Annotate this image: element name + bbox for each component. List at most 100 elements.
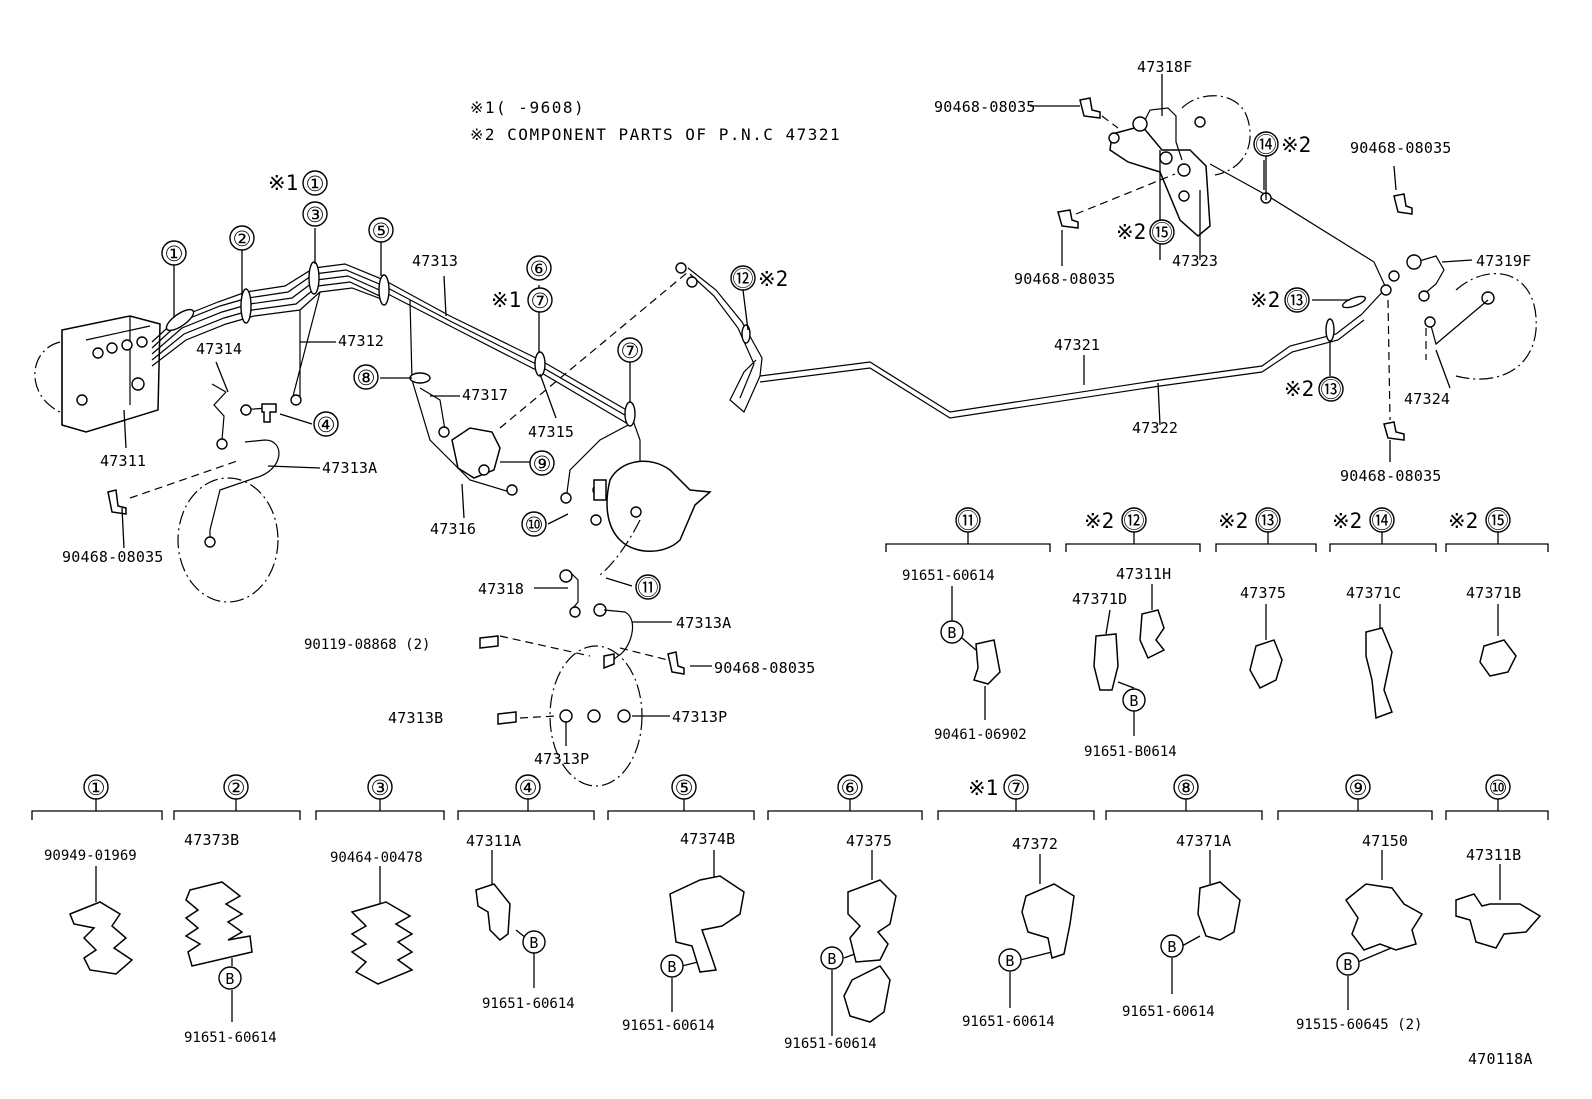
pn-90468-c: 90468-08035 — [1014, 270, 1116, 288]
svg-text:⑥: ⑥ — [530, 257, 549, 281]
left-rear-hose-area — [479, 479, 685, 787]
svg-text:⑤: ⑤ — [372, 219, 391, 243]
svg-text:B: B — [827, 950, 836, 968]
svg-text:⑩: ⑩ — [1489, 776, 1508, 800]
svg-text:⑬: ⑬ — [1321, 378, 1342, 402]
detail-group-9: ⑨ 47150 B 91515-60645 (2) — [1277, 774, 1433, 1033]
rear-right-brake-area — [1057, 95, 1251, 237]
svg-text:④: ④ — [519, 776, 538, 800]
detail-group-6: ⑥ 47375 B 91651-60614 — [767, 774, 923, 1052]
svg-text:91651-60614: 91651-60614 — [1122, 1004, 1215, 1020]
pn-47311: 47311 — [100, 452, 146, 470]
figure-code: 470118A — [1468, 1050, 1533, 1068]
svg-text:91515-60645 (2): 91515-60645 (2) — [1296, 1017, 1422, 1033]
pn-47318: 47318 — [478, 580, 524, 598]
svg-text:⑨: ⑨ — [1349, 776, 1368, 800]
svg-text:※1: ※1 — [968, 776, 998, 800]
svg-text:※2: ※2 — [1281, 133, 1311, 157]
svg-text:47150: 47150 — [1362, 832, 1408, 850]
pn-90119: 90119-08868 (2) — [304, 637, 430, 653]
svg-text:91651-60614: 91651-60614 — [962, 1014, 1055, 1030]
svg-text:47371A: 47371A — [1176, 832, 1231, 850]
pn-90468-d: 90468-08035 — [1340, 467, 1442, 485]
pn-47318F: 47318F — [1137, 58, 1192, 76]
pn-47315: 47315 — [528, 423, 574, 441]
svg-text:90949-01969: 90949-01969 — [44, 848, 137, 864]
svg-text:⑧: ⑧ — [357, 366, 376, 390]
svg-text:⑨: ⑨ — [533, 452, 552, 476]
svg-text:※2: ※2 — [1284, 377, 1314, 401]
svg-text:91651-60614: 91651-60614 — [184, 1030, 277, 1046]
svg-text:⑮: ⑮ — [1488, 509, 1509, 533]
svg-text:※2: ※2 — [1448, 509, 1478, 533]
svg-text:※1: ※1 — [268, 171, 298, 195]
pn-47313A-2: 47313A — [676, 614, 731, 632]
svg-text:90461-06902: 90461-06902 — [934, 727, 1027, 743]
svg-text:※1: ※1 — [491, 288, 521, 312]
svg-text:⑭: ⑭ — [1372, 509, 1393, 533]
svg-text:※2: ※2 — [1116, 220, 1146, 244]
svg-text:47311A: 47311A — [466, 832, 521, 850]
svg-text:⑪: ⑪ — [958, 509, 979, 533]
pn-47317: 47317 — [462, 386, 508, 404]
pn-47313P-1: 47313P — [672, 708, 727, 726]
svg-text:47371C: 47371C — [1346, 584, 1401, 602]
detail-group-11: ⑪ 91651-60614 B 90461-06902 — [885, 507, 1051, 743]
detail-group-7: ※1 ⑦ 47372 B 91651-60614 — [937, 774, 1095, 1030]
svg-text:③: ③ — [306, 203, 325, 227]
pn-47319F: 47319F — [1476, 252, 1531, 270]
svg-text:⑦: ⑦ — [531, 289, 550, 313]
svg-text:④: ④ — [317, 413, 336, 437]
proportioning-valve — [438, 426, 518, 496]
svg-text:B: B — [1129, 692, 1138, 710]
svg-text:B: B — [225, 970, 234, 988]
detail-group-1: ① 90949-01969 — [31, 774, 163, 975]
svg-text:※2: ※2 — [758, 267, 788, 291]
pn-47313P-2: 47313P — [534, 750, 589, 768]
pn-90468-a: 90468-08035 — [934, 98, 1036, 116]
svg-text:⑧: ⑧ — [1177, 776, 1196, 800]
rear-left-brake-area — [1380, 193, 1537, 441]
svg-text:⑫: ⑫ — [733, 267, 754, 291]
left-front-hose-area — [107, 383, 302, 603]
detail-group-10: ⑩ 47311B — [1445, 774, 1549, 949]
note-1: ※1( -9608) — [470, 98, 585, 117]
pn-47313B: 47313B — [388, 709, 443, 727]
svg-text:47372: 47372 — [1012, 835, 1058, 853]
detail-group-8: ⑧ 47371A B 91651-60614 — [1105, 774, 1263, 1020]
svg-text:⑬: ⑬ — [1258, 509, 1279, 533]
svg-text:①: ① — [165, 242, 184, 266]
svg-text:91651-60614: 91651-60614 — [622, 1018, 715, 1034]
svg-text:①: ① — [306, 172, 325, 196]
part-numbers-main: 47318F 90468-08035 90468-08035 90468-080… — [62, 58, 1531, 768]
pn-47322: 47322 — [1132, 419, 1178, 437]
pn-47313: 47313 — [412, 252, 458, 270]
svg-text:②: ② — [227, 776, 246, 800]
svg-text:47311B: 47311B — [1466, 846, 1521, 864]
svg-text:B: B — [1343, 956, 1352, 974]
svg-text:B: B — [667, 958, 676, 976]
pn-47313A-1: 47313A — [322, 459, 377, 477]
svg-text:47375: 47375 — [1240, 584, 1286, 602]
svg-text:⑮: ⑮ — [1152, 221, 1173, 245]
note-2: ※2 COMPONENT PARTS OF P.N.C 47321 — [470, 125, 841, 144]
svg-text:B: B — [1167, 938, 1176, 956]
brake-tube-bundle — [151, 261, 641, 521]
leader-lines — [121, 74, 1473, 746]
pn-47316: 47316 — [430, 520, 476, 538]
detail-group-14: ※2 ⑭ 47371C — [1329, 507, 1437, 720]
master-cylinder-assembly — [34, 315, 161, 433]
svg-text:90464-00478: 90464-00478 — [330, 850, 423, 866]
svg-text:③: ③ — [371, 776, 390, 800]
svg-text:91651-60614: 91651-60614 — [902, 568, 995, 584]
detail-group-4: ④ 47311A B 91651-60614 — [457, 774, 595, 1012]
pn-47324: 47324 — [1404, 390, 1450, 408]
pn-47321: 47321 — [1054, 336, 1100, 354]
crossmember-tube — [499, 163, 1387, 429]
svg-text:①: ① — [87, 776, 106, 800]
pn-47323: 47323 — [1172, 252, 1218, 270]
pn-90468-b: 90468-08035 — [1350, 139, 1452, 157]
svg-text:⑩: ⑩ — [525, 513, 544, 537]
detail-group-13: ※2 ⑬ 47375 — [1215, 507, 1317, 689]
